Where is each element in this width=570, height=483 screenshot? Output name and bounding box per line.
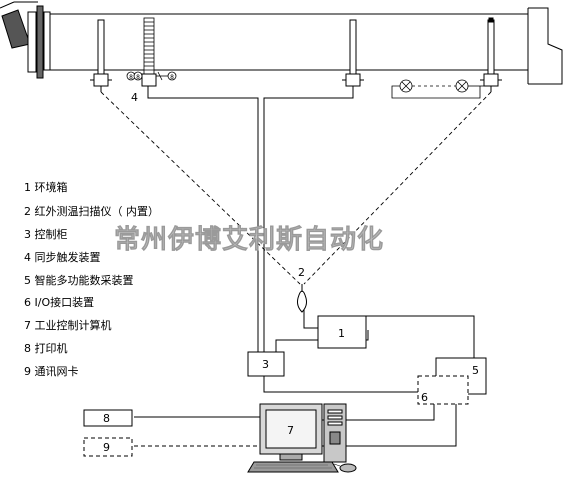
environment-box-number: 1 <box>338 327 345 340</box>
legend-item: 9 通讯网卡 <box>24 365 79 378</box>
kiln-head-hood <box>527 7 563 85</box>
sync-trigger-number: 4 <box>131 91 138 104</box>
environment-box: 1 <box>317 315 367 349</box>
computer-number: 7 <box>287 424 294 437</box>
legend-item: 5 智能多功能数采装置 <box>24 273 134 287</box>
sync-trigger-sensors: 8 8 8 <box>126 71 177 81</box>
industrial-computer <box>247 403 357 473</box>
company-watermark: 常州伊博艾利斯自动化 <box>114 224 384 255</box>
kiln-supports <box>97 17 495 77</box>
cabling <box>134 86 475 447</box>
scan-field-lines <box>100 91 492 285</box>
daq-device-number: 5 <box>472 364 479 377</box>
legend-item: 1 环境箱 <box>24 180 68 194</box>
printer-number: 8 <box>103 412 110 425</box>
gear-ring <box>143 17 155 77</box>
legend-item: 4 同步触发装置 <box>24 250 101 264</box>
printer: 8 <box>83 409 133 427</box>
legend-item: 6 I/O接口装置 <box>24 296 94 309</box>
svg-text:8: 8 <box>129 74 133 81</box>
control-cabinet-number: 3 <box>262 358 269 371</box>
svg-text:8: 8 <box>136 74 140 81</box>
right-sensors <box>391 79 484 99</box>
kiln-inlet-hood <box>0 1 51 79</box>
network-card: 9 <box>83 437 133 457</box>
legend-item: 3 控制柜 <box>24 227 68 241</box>
sensor-boxes <box>90 73 502 92</box>
rotary-kiln <box>0 1 563 85</box>
legend-item: 2 红外测温扫描仪（ 内置） <box>24 204 159 218</box>
scanner-number: 2 <box>298 266 305 279</box>
infrared-scanner <box>297 284 307 313</box>
io-interface: 6 <box>417 375 469 405</box>
svg-text:8: 8 <box>170 74 174 81</box>
network-card-number: 9 <box>103 441 110 454</box>
control-cabinet: 3 <box>247 351 285 377</box>
legend-item: 7 工业控制计算机 <box>24 318 112 332</box>
legend-item: 8 打印机 <box>24 341 68 355</box>
legend: 1 环境箱 2 红外测温扫描仪（ 内置） 3 控制柜 4 同步触发装置 5 智能… <box>24 180 159 378</box>
io-interface-number: 6 <box>421 391 428 404</box>
